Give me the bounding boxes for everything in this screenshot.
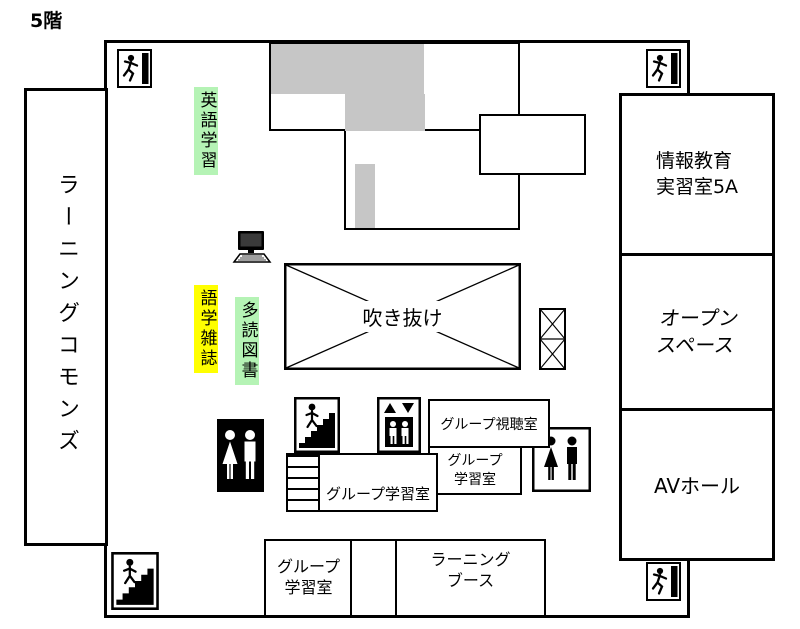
room-label: グループ 学習室 (447, 452, 502, 488)
room-label: ラーニングコモンズ (54, 173, 79, 461)
room-label-line: スペース (654, 333, 736, 357)
room-open-space: オープン スペース (619, 253, 775, 411)
room-av-hall: AVホール (619, 408, 775, 561)
room-group-study-east: グループ 学習室 (428, 446, 522, 495)
emergency-exit-icon (646, 562, 681, 601)
collection-label-language-magazines: 語学雑誌 (194, 285, 218, 373)
room-group-av: グループ視聴室 (428, 399, 550, 448)
room-learning-booth: ラーニング ブース (395, 539, 546, 617)
floor-title: 5階 (30, 10, 63, 32)
room-label-line: グループ (276, 557, 341, 577)
room-label: グループ視聴室 (440, 416, 538, 433)
room-group-study-south: グループ 学習室 (264, 539, 353, 617)
room-learning-commons: ラーニングコモンズ (24, 88, 108, 546)
room-label-line: 学習室 (284, 578, 333, 597)
elevator-icon (377, 397, 421, 453)
atrium-label-wrap: 吹き抜け (284, 263, 521, 370)
collection-label-extensive-reading: 多読図書 (235, 297, 259, 385)
emergency-exit-icon (646, 49, 681, 88)
room-label: ラーニング ブース (430, 550, 510, 592)
room-label-line: 実習室5A (655, 175, 739, 198)
restroom-icon (217, 419, 264, 492)
stairs-icon (294, 397, 340, 453)
collection-label-english-study: 英語学習 (194, 87, 218, 175)
room-label-line: ラーニング (430, 550, 511, 570)
room-group-study-center: グループ学習室 (318, 453, 438, 512)
room-label-line: 情報教育 (655, 149, 732, 172)
room-label: オープン スペース (654, 305, 740, 359)
interior-room-box (479, 114, 586, 175)
service-area (345, 94, 425, 131)
service-area (355, 164, 375, 228)
crossed-shaft (539, 308, 566, 370)
room-label: グループ学習室 (323, 483, 433, 504)
service-area (271, 44, 424, 94)
computer-icon (232, 231, 272, 263)
staircase-steps (286, 453, 322, 512)
room-label: グループ 学習室 (277, 557, 340, 599)
room-label-line: ブース (446, 571, 495, 590)
emergency-exit-icon (117, 49, 152, 88)
atrium-label: 吹き抜け (355, 301, 450, 332)
room-label-line: 学習室 (453, 471, 496, 488)
room-label-line: オープン (657, 306, 741, 330)
room-label: AVホール (653, 474, 741, 498)
room-label: 情報教育 実習室5A (656, 149, 738, 200)
stairs-icon (111, 552, 159, 610)
room-label-line: グループ (447, 453, 503, 470)
room-box (350, 539, 398, 617)
room-info-education-5a: 情報教育 実習室5A (619, 93, 775, 256)
